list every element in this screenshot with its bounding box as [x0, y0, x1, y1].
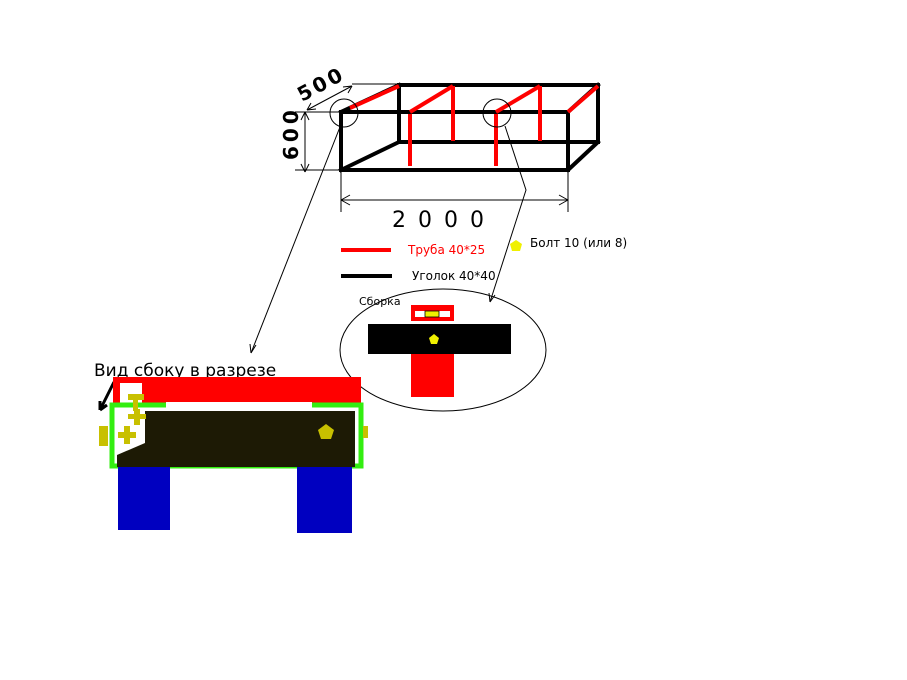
assembly-bottom-pipe	[411, 354, 454, 397]
box-frame	[338, 82, 601, 173]
right-leg	[297, 467, 352, 533]
bolt-marks	[99, 394, 368, 446]
dimension-length: 2000	[392, 208, 496, 233]
callouts	[249, 98, 527, 354]
dimension-height: 600	[279, 106, 303, 160]
dimension-lines	[295, 83, 569, 212]
assembly-angle	[368, 324, 511, 354]
legend-bolt-label: Болт 10 (или 8)	[530, 236, 627, 250]
assembly-label: Сборка	[359, 295, 401, 308]
angle-body	[117, 411, 355, 467]
assembly-bolt-icon	[429, 334, 439, 344]
assembly-bolt-head	[424, 310, 440, 318]
left-leg	[118, 467, 170, 530]
assembly-ellipse	[339, 288, 547, 412]
bolt-icon	[510, 240, 522, 251]
top-pipe-section	[113, 377, 361, 403]
pipe-members	[349, 84, 600, 166]
side-view-arrow	[98, 381, 116, 412]
frame-gap	[166, 402, 312, 410]
side-view-label: Вид сбоку в разрезе	[94, 361, 276, 381]
legend-pipe-label: Труба 40*25	[407, 243, 485, 257]
legend-angle-label: Уголок 40*40	[412, 269, 496, 283]
